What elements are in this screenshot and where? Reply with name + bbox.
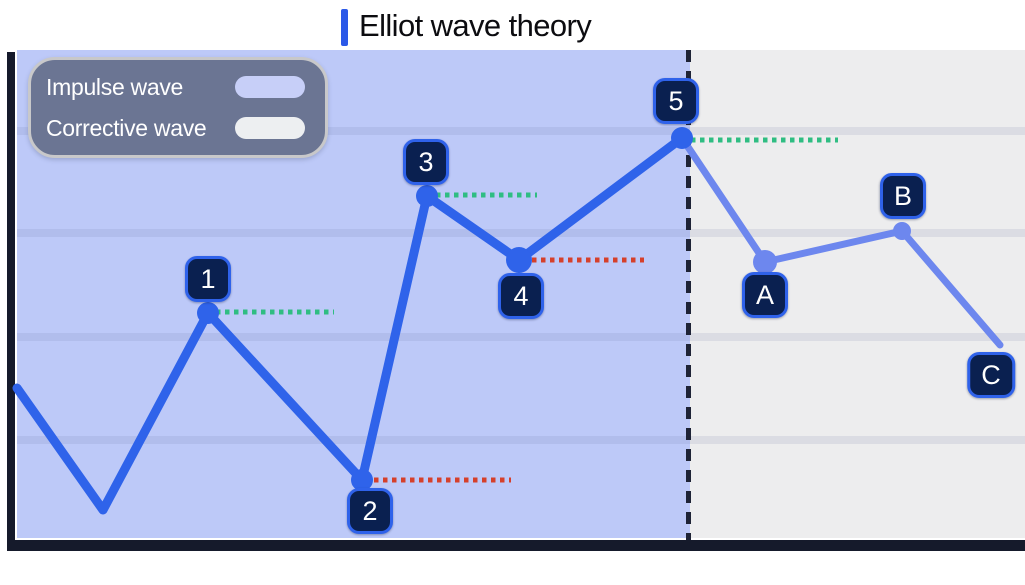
legend-label: Corrective wave	[46, 114, 207, 141]
wave-badge-b: B	[879, 173, 927, 219]
wave-badge-a: A	[741, 272, 789, 318]
legend-item-corrective-wave: Corrective wave	[46, 115, 305, 142]
title-row: Elliot wave theory	[0, 0, 1025, 50]
wave-badge-1: 1	[185, 256, 231, 302]
page-title: Elliot wave theory	[359, 8, 592, 43]
wave-badge-5: 5	[653, 78, 699, 124]
legend-swatch-impulse-wave	[235, 76, 305, 98]
title-accent-bar	[341, 9, 348, 46]
legend-label: Impulse wave	[46, 73, 184, 100]
horizontal-gridline	[17, 229, 1025, 237]
horizontal-gridline	[17, 333, 1025, 341]
corrective-wave-region	[690, 50, 1025, 538]
x-axis-line	[7, 540, 1025, 551]
horizontal-gridline	[17, 127, 1025, 135]
wave-badge-2: 2	[347, 488, 393, 534]
legend-swatch-corrective-wave	[235, 117, 305, 139]
wave-badge-4: 4	[498, 273, 544, 319]
y-axis-line	[7, 52, 15, 551]
legend-item-impulse-wave: Impulse wave	[46, 74, 305, 101]
wave-badge-c: C	[967, 352, 1015, 398]
wave-badge-3: 3	[403, 139, 449, 185]
horizontal-gridline	[17, 436, 1025, 444]
